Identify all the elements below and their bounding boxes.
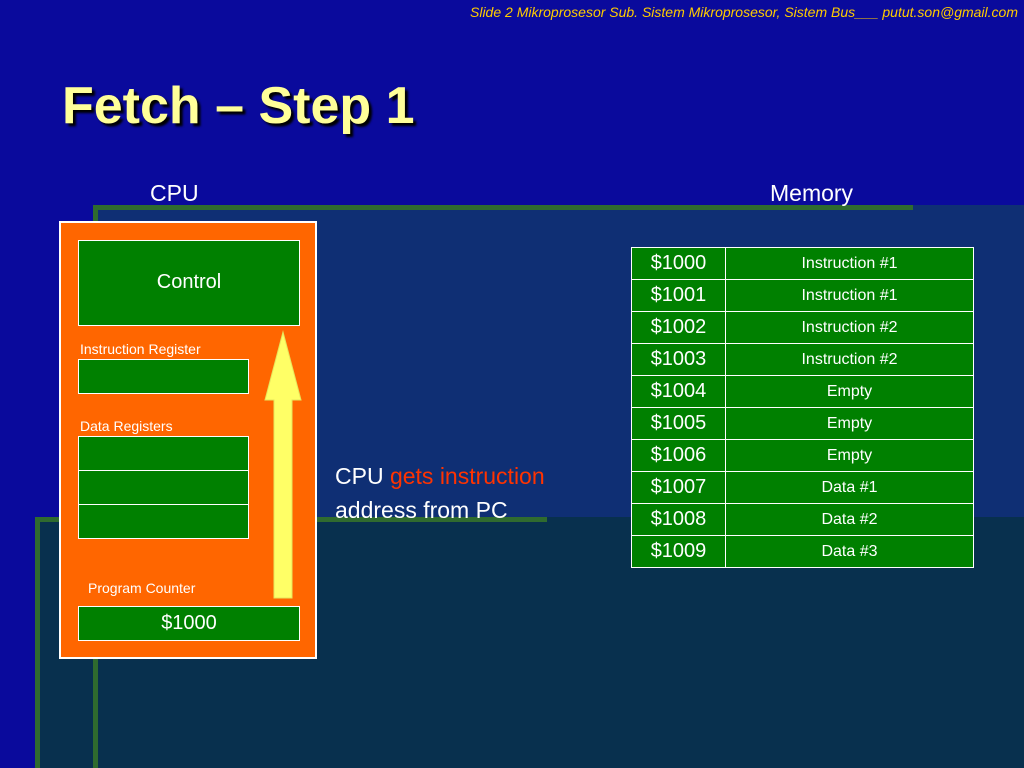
data-register xyxy=(78,436,249,471)
memory-value: Instruction #2 xyxy=(725,311,974,344)
caption-part2: address from PC xyxy=(335,497,508,523)
slide-note: Slide 2 Mikroprosesor Sub. Sistem Mikrop… xyxy=(470,4,1018,20)
memory-address: $1003 xyxy=(631,343,726,376)
memory-value: Data #3 xyxy=(725,535,974,568)
memory-value: Empty xyxy=(725,407,974,440)
caption-part1: CPU xyxy=(335,463,390,489)
memory-address: $1007 xyxy=(631,471,726,504)
memory-address: $1009 xyxy=(631,535,726,568)
memory-address: $1004 xyxy=(631,375,726,408)
memory-value: Instruction #2 xyxy=(725,343,974,376)
memory-address: $1005 xyxy=(631,407,726,440)
memory-value: Data #1 xyxy=(725,471,974,504)
data-register xyxy=(78,470,249,505)
step-caption: CPU gets instruction address from PC xyxy=(335,459,545,527)
memory-address: $1006 xyxy=(631,439,726,472)
data-register xyxy=(78,504,249,539)
instruction-register-label: Instruction Register xyxy=(80,341,201,357)
decor-line xyxy=(95,205,913,210)
memory-value: Instruction #1 xyxy=(725,279,974,312)
memory-address: $1001 xyxy=(631,279,726,312)
memory-address: $1002 xyxy=(631,311,726,344)
memory-address: $1000 xyxy=(631,247,726,280)
instruction-register xyxy=(78,359,249,394)
caption-highlight: gets instruction xyxy=(389,463,545,489)
decor-line xyxy=(35,517,40,768)
memory-value: Empty xyxy=(725,439,974,472)
slide-title: Fetch – Step 1 xyxy=(62,77,415,135)
data-registers-label: Data Registers xyxy=(80,418,173,434)
memory-value: Instruction #1 xyxy=(725,247,974,280)
memory-label: Memory xyxy=(770,180,854,206)
control-unit: Control xyxy=(78,240,300,326)
up-arrow-icon xyxy=(264,330,302,599)
memory-value: Empty xyxy=(725,375,974,408)
memory-value: Data #2 xyxy=(725,503,974,536)
memory-address: $1008 xyxy=(631,503,726,536)
cpu-label: CPU xyxy=(150,180,199,206)
program-counter-label: Program Counter xyxy=(88,580,196,596)
program-counter: $1000 xyxy=(78,606,300,641)
